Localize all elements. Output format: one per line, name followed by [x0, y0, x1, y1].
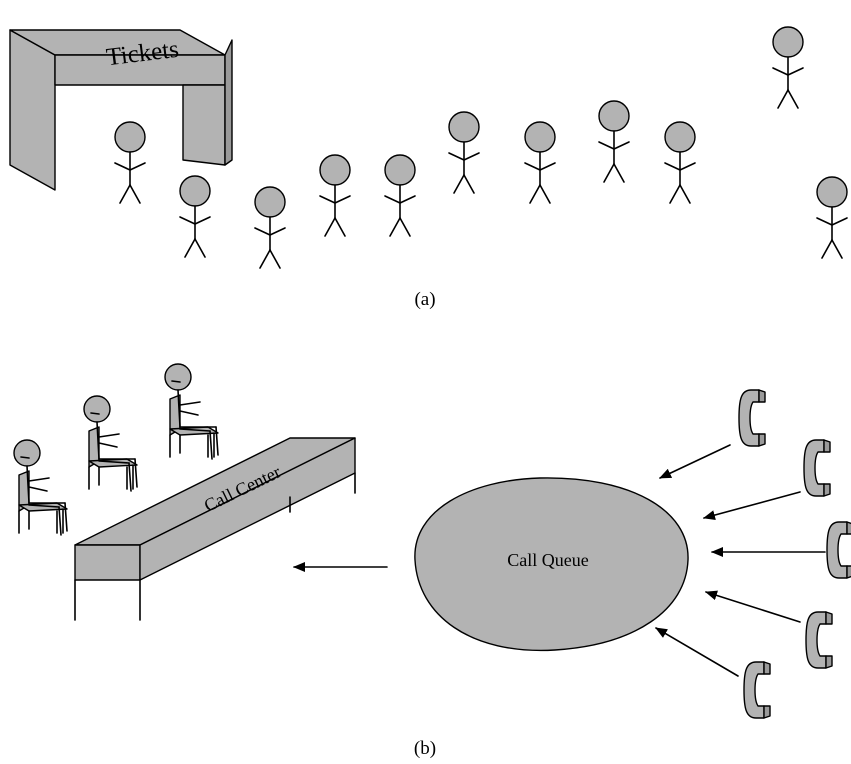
incoming-call-arrow — [655, 627, 739, 677]
phone-icon — [805, 611, 833, 669]
seated-operator — [83, 395, 138, 492]
booth-right-post — [182, 84, 226, 166]
panel-a: Tickets (a) — [9, 26, 848, 310]
call-queue: Call Queue — [414, 477, 689, 652]
seated-operator — [13, 439, 68, 536]
person-icon — [319, 154, 351, 237]
person-icon — [664, 121, 696, 204]
incoming-call-arrow — [705, 590, 801, 623]
phone-icon — [738, 389, 766, 447]
incoming-calls — [655, 389, 851, 719]
incoming-call-arrow — [703, 491, 801, 520]
caption-b: (b) — [414, 738, 436, 759]
booth-right-side — [224, 39, 233, 166]
queue-label: Call Queue — [507, 550, 588, 570]
person-icon — [772, 26, 804, 109]
incoming-call-arrow — [659, 444, 731, 479]
person-icon — [384, 154, 416, 237]
phone-icon — [826, 521, 851, 579]
person-icon — [816, 176, 848, 259]
operator-head-icon — [13, 439, 41, 467]
person-icon — [254, 186, 286, 269]
person-icon — [448, 111, 480, 194]
person-icon — [114, 121, 146, 204]
queue-ellipse — [414, 477, 689, 652]
operators — [13, 363, 219, 536]
caption-a: (a) — [414, 289, 435, 310]
person-icon — [598, 100, 630, 183]
person-icon — [179, 175, 211, 258]
phone-icon — [803, 439, 831, 497]
phone-icon — [743, 661, 771, 719]
seated-operator — [164, 363, 219, 460]
panel-b: Call Center Call Queue (b) — [13, 363, 851, 759]
booth-left-post — [9, 29, 56, 191]
operator-head-icon — [83, 395, 111, 423]
ticket-booth: Tickets — [9, 29, 233, 191]
operator-head-icon — [164, 363, 192, 391]
desk-front — [74, 544, 141, 581]
person-icon — [524, 121, 556, 204]
